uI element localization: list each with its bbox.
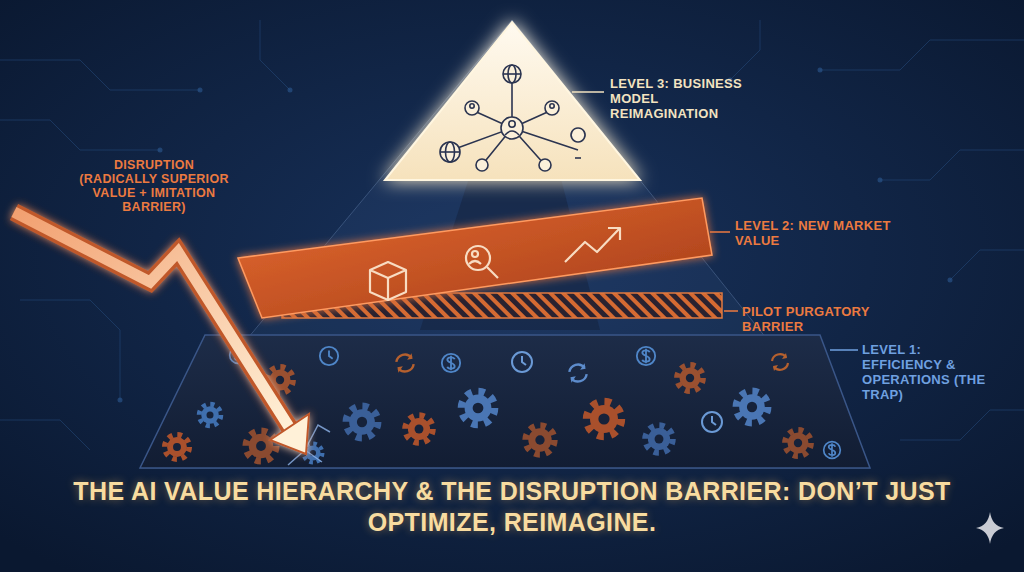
pyramid-level: LEVEL 3: BUSINESS MODEL REIMAGINATION bbox=[385, 22, 640, 180]
level-label: LEVEL 2: NEW MARKET VALUE bbox=[735, 218, 900, 248]
level-label: LEVEL 3: BUSINESS MODEL REIMAGINATION bbox=[610, 76, 755, 121]
pyramid-level: LEVEL 1: EFFICIENCY & OPERATIONS (THE TR… bbox=[140, 335, 870, 468]
disruption-label: DISRUPTION (RADICALLY SUPERIOR VALUE + I… bbox=[78, 158, 230, 214]
pyramid-level: LEVEL 2: NEW MARKET VALUE bbox=[238, 198, 712, 318]
level-label-text: LEVEL 1: EFFICIENCY & OPERATIONS (THE TR… bbox=[862, 342, 1002, 402]
level-label: PILOT PURGATORY BARRIER bbox=[742, 304, 892, 334]
pyramid-level: PILOT PURGATORY BARRIER bbox=[282, 293, 722, 318]
level-label-text: PILOT PURGATORY BARRIER bbox=[742, 304, 892, 334]
level-label-text: LEVEL 2: NEW MARKET VALUE bbox=[735, 218, 900, 248]
level-label-text: LEVEL 3: BUSINESS MODEL REIMAGINATION bbox=[610, 76, 755, 121]
level-label: LEVEL 1: EFFICIENCY & OPERATIONS (THE TR… bbox=[862, 342, 1002, 402]
diagram-title: THE AI VALUE HIERARCHY & THE DISRUPTION … bbox=[62, 476, 962, 538]
